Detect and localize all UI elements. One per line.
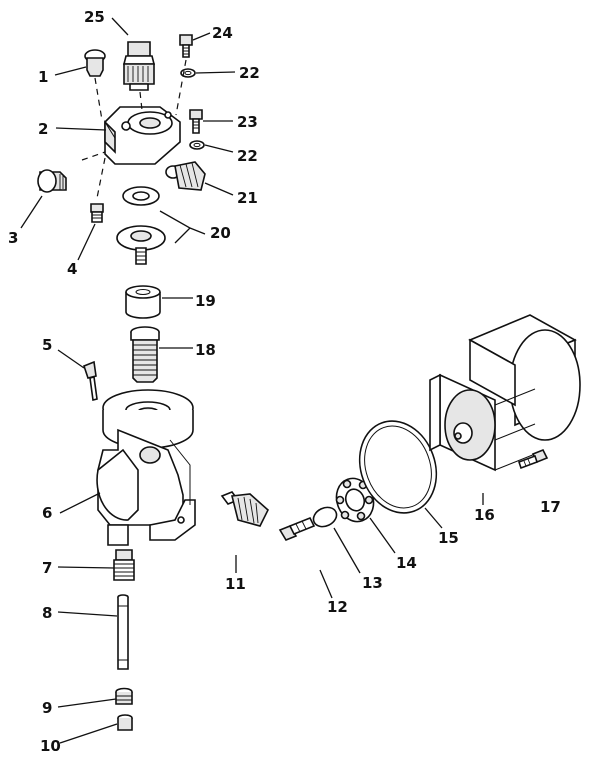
part-17-screw [517, 448, 549, 470]
part-11-knob [220, 491, 269, 527]
part-22-lower-washer [189, 140, 205, 150]
label-5: 5 [42, 336, 52, 354]
part-4-fitting [90, 203, 104, 223]
label-7: 7 [42, 559, 52, 577]
label-18: 18 [195, 341, 216, 359]
guide-line [139, 91, 143, 111]
label-1: 1 [38, 68, 48, 86]
label-22-upper: 22 [239, 64, 260, 82]
part-25-fitting [122, 41, 156, 91]
part-14-bearing [335, 477, 375, 523]
label-23: 23 [237, 113, 258, 131]
part-10-cap [117, 714, 133, 731]
part-3-elbow [37, 169, 67, 193]
label-12: 12 [327, 598, 348, 616]
part-number-labels: 25 1 24 22 2 23 22 21 3 4 20 19 18 5 6 1… [8, 8, 561, 755]
part-12-bolt [278, 516, 316, 541]
guide-line [96, 157, 106, 199]
part-15-gasket [358, 420, 438, 514]
part-9-nut [115, 687, 133, 705]
label-16: 16 [474, 506, 495, 524]
part-19-cylinder [125, 285, 161, 319]
label-24: 24 [212, 24, 233, 42]
part-2-upper-housing [104, 106, 181, 165]
guide-line [175, 59, 187, 116]
label-17: 17 [540, 498, 561, 516]
label-11: 11 [225, 575, 246, 593]
part-5-pin [83, 360, 98, 401]
label-14: 14 [396, 554, 417, 572]
part-1-plug [84, 49, 106, 77]
label-19: 19 [195, 292, 216, 310]
guide-line [94, 77, 103, 121]
label-22-lower: 22 [237, 147, 258, 165]
label-15: 15 [438, 529, 459, 547]
part-6-pump-body [96, 389, 196, 546]
part-8-rod [117, 594, 129, 670]
part-7-fitting [113, 549, 135, 581]
part-13-disc [312, 506, 338, 528]
part-16-motor [429, 314, 581, 472]
guide-line [81, 151, 106, 161]
label-8: 8 [42, 604, 52, 622]
label-9: 9 [42, 699, 52, 717]
label-13: 13 [362, 574, 383, 592]
label-25: 25 [84, 8, 105, 26]
part-23-screw [189, 109, 203, 134]
leader-lines [20, 17, 484, 744]
label-20: 20 [210, 224, 231, 242]
label-4: 4 [67, 260, 77, 278]
part-18-threaded-insert [130, 326, 160, 383]
part-21-knob [165, 161, 206, 191]
label-3: 3 [8, 229, 18, 247]
label-10: 10 [40, 737, 61, 755]
label-21: 21 [237, 189, 258, 207]
part-20-seal-assembly [116, 186, 166, 265]
part-24-screw [179, 34, 193, 58]
label-2: 2 [38, 120, 48, 138]
label-6: 6 [42, 504, 52, 522]
